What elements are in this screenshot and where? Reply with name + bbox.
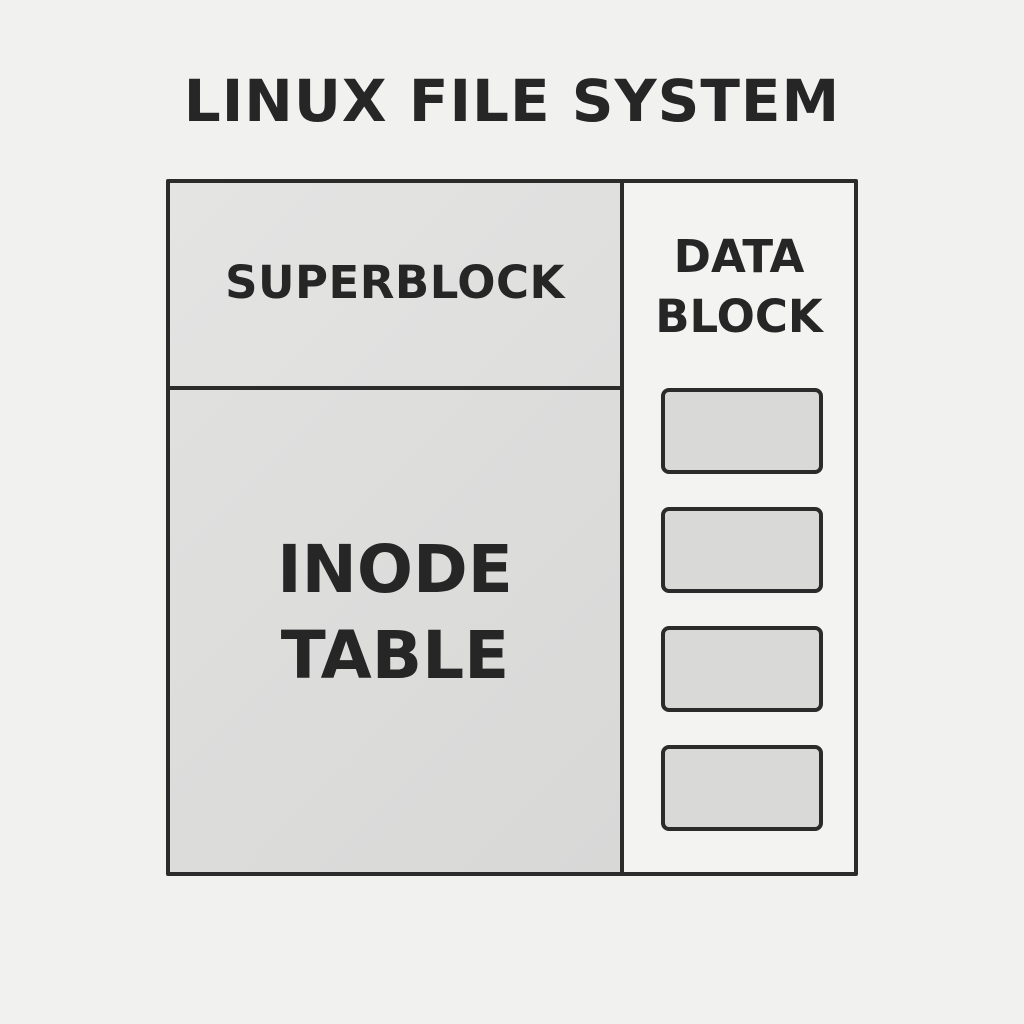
inode-table-region: INODE TABLE bbox=[170, 390, 620, 872]
superblock-region: SUPERBLOCK bbox=[170, 183, 620, 386]
inode-table-label: INODE TABLE bbox=[277, 527, 513, 699]
data-block-label-line1: DATA bbox=[673, 230, 805, 283]
data-block-4 bbox=[661, 745, 823, 831]
data-block-region: DATA BLOCK bbox=[624, 183, 854, 872]
data-block-label-line2: BLOCK bbox=[655, 290, 823, 343]
diagram-title: LINUX FILE SYSTEM bbox=[183, 67, 841, 135]
inode-table-label-line1: INODE bbox=[277, 531, 513, 608]
inode-table-label-line2: TABLE bbox=[280, 617, 510, 694]
data-block-3 bbox=[661, 626, 823, 712]
horizontal-divider bbox=[170, 386, 620, 390]
data-block-label: DATA BLOCK bbox=[624, 227, 854, 347]
filesystem-layout: SUPERBLOCK INODE TABLE DATA BLOCK bbox=[166, 179, 858, 876]
data-block-1 bbox=[661, 388, 823, 474]
superblock-label: SUPERBLOCK bbox=[225, 256, 565, 309]
vertical-divider bbox=[620, 183, 624, 872]
data-block-2 bbox=[661, 507, 823, 593]
